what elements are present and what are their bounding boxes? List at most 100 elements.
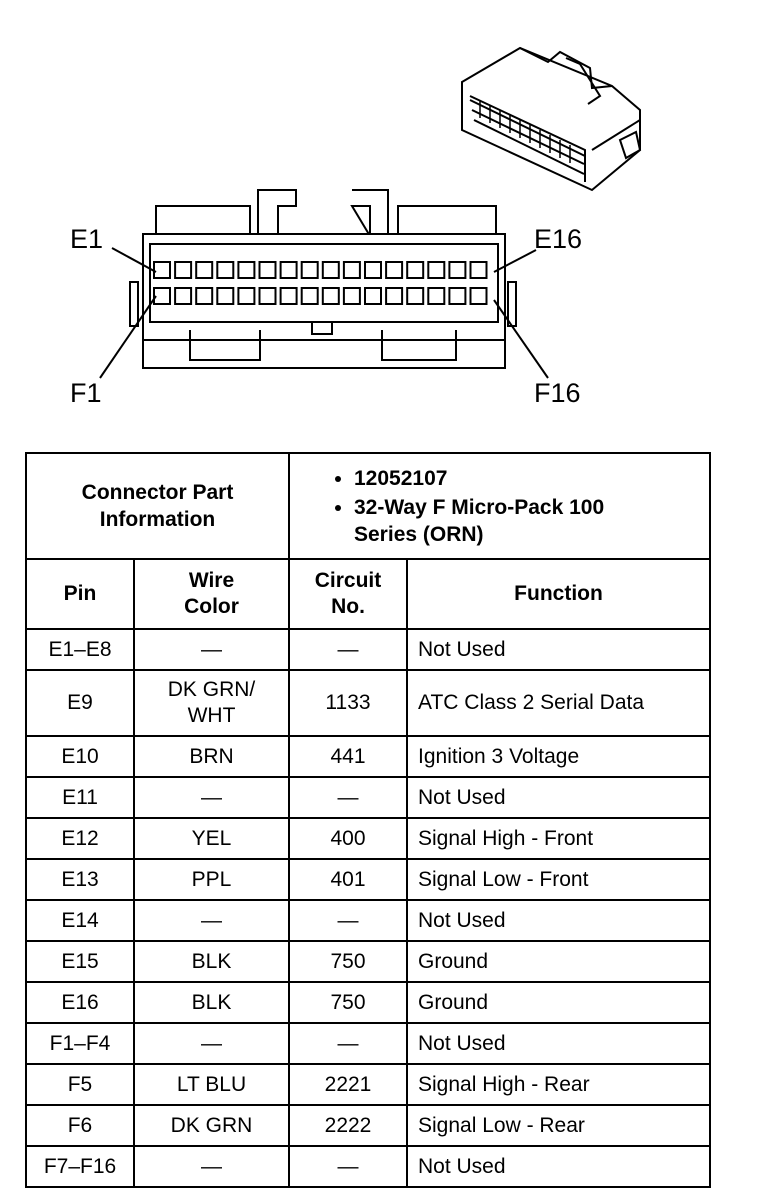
circuit-cell: 401 — [288, 858, 408, 901]
column-header-wire-color-text: Wire Color — [184, 569, 239, 618]
label-f16: F16 — [534, 378, 581, 408]
connector-diagram: E1 E16 F1 F16 — [70, 46, 642, 408]
circuit-cell: 750 — [288, 981, 408, 1024]
pin-cavity — [258, 287, 277, 305]
pin-cavity — [364, 287, 382, 305]
circuit-cell: 2221 — [288, 1063, 408, 1106]
pin-cell: F7–F16 — [25, 1145, 135, 1188]
label-e16: E16 — [534, 224, 582, 254]
pin-cell: E16 — [25, 981, 135, 1024]
wire-color-cell: — — [133, 628, 290, 671]
pin-cavity — [153, 261, 171, 279]
table-row: E1–E8——Not Used — [25, 628, 711, 671]
pin-cavity — [237, 287, 256, 305]
pin-cavity — [300, 261, 319, 279]
wire-color-cell: BRN — [133, 735, 290, 778]
pin-cell: E13 — [25, 858, 135, 901]
circuit-cell: — — [288, 776, 408, 819]
column-header-pin: Pin — [25, 558, 135, 630]
function-cell: Not Used — [406, 1145, 711, 1188]
pin-cavity — [342, 287, 361, 305]
callout-lines — [99, 247, 549, 379]
connector-3d-view — [461, 46, 642, 192]
pin-cavity — [469, 287, 488, 305]
wire-color-cell: YEL — [133, 817, 290, 860]
label-f1: F1 — [70, 378, 102, 408]
wire-color-cell: LT BLU — [133, 1063, 290, 1106]
wire-color-cell: — — [133, 776, 290, 819]
connector-table: Connector Part Information 12052107 32-W… — [25, 452, 711, 1188]
function-cell: Not Used — [406, 899, 711, 942]
wire-color-cell: DK GRN — [133, 1104, 290, 1147]
connector-info-heading-text: Connector Part Information — [81, 481, 234, 531]
pin-cell: F6 — [25, 1104, 135, 1147]
pin-cavity — [448, 287, 467, 305]
column-header-circuit: Circuit No. — [288, 558, 408, 630]
pin-cavity — [174, 287, 193, 305]
pin-cavity — [279, 261, 298, 279]
pin-cavity — [195, 261, 214, 279]
pin-cavity — [258, 261, 277, 279]
pin-cavity — [321, 261, 340, 279]
pin-cell: E9 — [25, 669, 135, 737]
pin-cavity — [279, 287, 298, 305]
function-cell: Signal High - Front — [406, 817, 711, 860]
pin-cavity — [448, 261, 467, 279]
wire-color-cell: DK GRN/ WHT — [133, 669, 290, 737]
column-header-circuit-text: Circuit No. — [314, 569, 382, 618]
function-cell: Signal Low - Rear — [406, 1104, 711, 1147]
connector-info-heading: Connector Part Information — [25, 452, 290, 560]
pin-cavity — [427, 287, 446, 305]
connector-description: 32-Way F Micro-Pack 100 Series (ORN) — [354, 494, 614, 548]
wire-color-cell: BLK — [133, 940, 290, 983]
circuit-cell: 441 — [288, 735, 408, 778]
wire-color-cell: — — [133, 1022, 290, 1065]
function-cell: Not Used — [406, 628, 711, 671]
part-number: 12052107 — [354, 465, 709, 492]
wire-color-cell: — — [133, 899, 290, 942]
circuit-cell: — — [288, 899, 408, 942]
pin-cavity — [216, 261, 235, 279]
table-row: F7–F16——Not Used — [25, 1145, 711, 1188]
pin-cavity — [427, 261, 446, 279]
pin-cavity — [153, 287, 171, 305]
pin-cell: E12 — [25, 817, 135, 860]
connector-info-list: 12052107 32-Way F Micro-Pack 100 Series … — [288, 452, 711, 560]
circuit-cell: — — [288, 1022, 408, 1065]
circuit-cell: 750 — [288, 940, 408, 983]
pin-cavity — [364, 261, 382, 279]
function-cell: Signal High - Rear — [406, 1063, 711, 1106]
pin-cell: E15 — [25, 940, 135, 983]
pin-cavity — [237, 261, 256, 279]
function-cell: Not Used — [406, 1022, 711, 1065]
wire-color-cell: PPL — [133, 858, 290, 901]
pin-cavity — [174, 261, 193, 279]
pin-cell: E1–E8 — [25, 628, 135, 671]
table-row: E14——Not Used — [25, 899, 711, 942]
pin-cell: E14 — [25, 899, 135, 942]
pin-cavity — [216, 287, 235, 305]
table-row: F1–F4——Not Used — [25, 1022, 711, 1065]
wire-color-cell: BLK — [133, 981, 290, 1024]
pin-cell: E11 — [25, 776, 135, 819]
pin-cavity — [385, 261, 404, 279]
column-header-row: Pin Wire Color Circuit No. Function — [25, 558, 711, 630]
label-e1: E1 — [70, 224, 103, 254]
wire-color-cell: — — [133, 1145, 290, 1188]
function-cell: Not Used — [406, 776, 711, 819]
circuit-cell: 2222 — [288, 1104, 408, 1147]
pin-cavity — [469, 261, 488, 279]
circuit-cell: 1133 — [288, 669, 408, 737]
column-header-wire-color: Wire Color — [133, 558, 290, 630]
function-cell: Ignition 3 Voltage — [406, 735, 711, 778]
circuit-cell: — — [288, 628, 408, 671]
